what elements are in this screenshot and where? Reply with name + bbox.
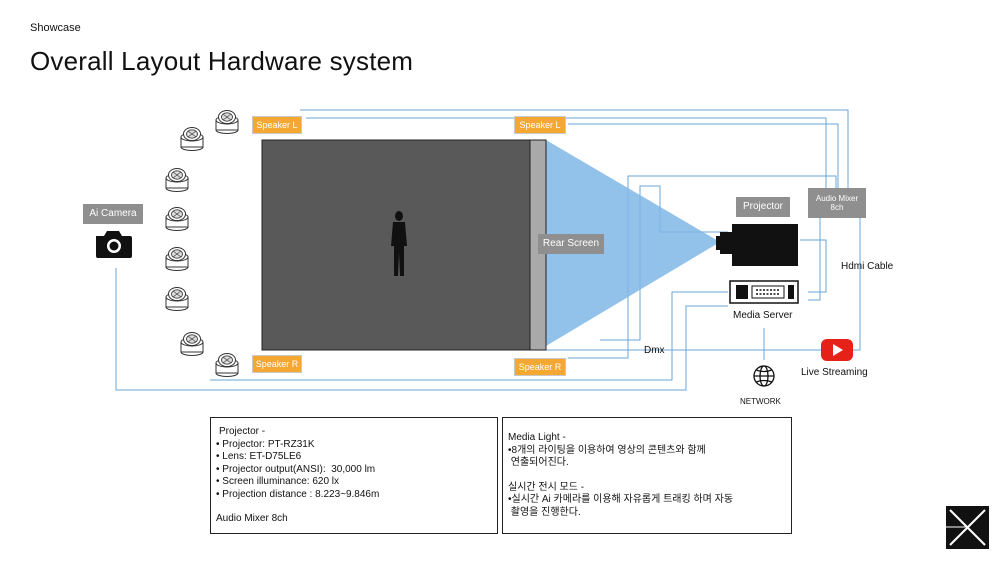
realtime-mode-body: 촬영을 진행한다. xyxy=(508,506,581,518)
dmx-label: Dmx xyxy=(644,345,665,356)
speaker-r-tag: Speaker R xyxy=(514,358,566,376)
moving-head-light-icon xyxy=(180,127,204,151)
camera-cable xyxy=(115,268,728,391)
realtime-mode-body: •실시간 Ai 카메라를 이용해 자유롭게 트래킹 하며 자동 xyxy=(508,494,734,505)
ai-camera-label: Ai Camera xyxy=(83,204,143,224)
speaker-l-tag: Speaker L xyxy=(514,116,566,134)
person-silhouette xyxy=(391,211,407,276)
projector-spec-footer: Audio Mixer 8ch xyxy=(216,513,288,524)
moving-head-light-icon xyxy=(165,287,189,311)
projection-beam xyxy=(546,140,720,346)
youtube-icon xyxy=(821,339,853,361)
cable-speaker-l-right xyxy=(568,123,839,188)
media-light-heading: Media Light - xyxy=(508,432,566,443)
media-light-body: •8개의 라이팅을 이용하여 영상의 콘텐츠와 함께 xyxy=(508,444,706,456)
moving-head-light-icon xyxy=(215,353,239,377)
projector-spec-item: • Projection distance : 8.223~9.846m xyxy=(216,488,380,500)
hdmi-cable-label: Hdmi Cable xyxy=(841,261,894,272)
page-title: Overall Layout Hardware system xyxy=(30,46,414,76)
media-spec-box: Media Light - •8개의 라이팅을 이용하여 영상의 콘텐츠와 함께… xyxy=(502,417,792,534)
network-globe-icon xyxy=(753,365,775,387)
camera-icon xyxy=(96,231,132,258)
brand-logo-icon xyxy=(946,506,989,549)
moving-head-light-icon xyxy=(165,247,189,271)
projector-spec-item: • Lens: ET-D75LE6 xyxy=(216,451,302,462)
dmx-line-2 xyxy=(210,291,728,381)
cable-speaker-r-right xyxy=(568,175,837,359)
cable-speaker-l-left xyxy=(300,109,849,188)
moving-head-light-icon xyxy=(165,168,189,192)
moving-head-light-icon xyxy=(165,207,189,231)
network-label: NETWORK xyxy=(740,397,781,406)
realtime-mode-heading: 실시간 전시 모드 - xyxy=(508,481,585,493)
hdmi-cable xyxy=(800,239,827,293)
speaker-l-tag: Speaker L xyxy=(252,116,302,134)
moving-head-light-icon xyxy=(180,332,204,356)
audio-mixer-label: Audio Mixer 8ch xyxy=(808,188,866,218)
media-light-body: 연출되어진다. xyxy=(508,457,569,468)
moving-head-light-icon xyxy=(215,110,239,134)
live-streaming-label: Live Streaming xyxy=(801,367,868,378)
media-server-icon xyxy=(729,280,799,304)
projector-label: Projector xyxy=(736,197,790,217)
rear-screen-label: Rear Screen xyxy=(538,234,604,254)
projector-spec-item: • Projector: PT-RZ31K xyxy=(216,438,315,450)
moving-head-lights xyxy=(165,110,239,377)
media-server-label: Media Server xyxy=(733,310,793,321)
projector-spec-box: Projector - • Projector: PT-RZ31K • Lens… xyxy=(210,417,498,534)
projector-spec-item: • Projector output(ANSI): 30,000 lm xyxy=(216,463,376,475)
projector-spec-item: • Screen illuminance: 620 lx xyxy=(216,476,340,487)
cable-mixer-server xyxy=(808,218,821,301)
projector-icon xyxy=(716,224,798,266)
breadcrumb: Showcase xyxy=(30,22,81,34)
speaker-r-tag: Speaker R xyxy=(252,355,302,373)
cable-speaker-l-left-2 xyxy=(306,117,827,188)
projector-spec-heading: Projector - xyxy=(219,426,266,437)
